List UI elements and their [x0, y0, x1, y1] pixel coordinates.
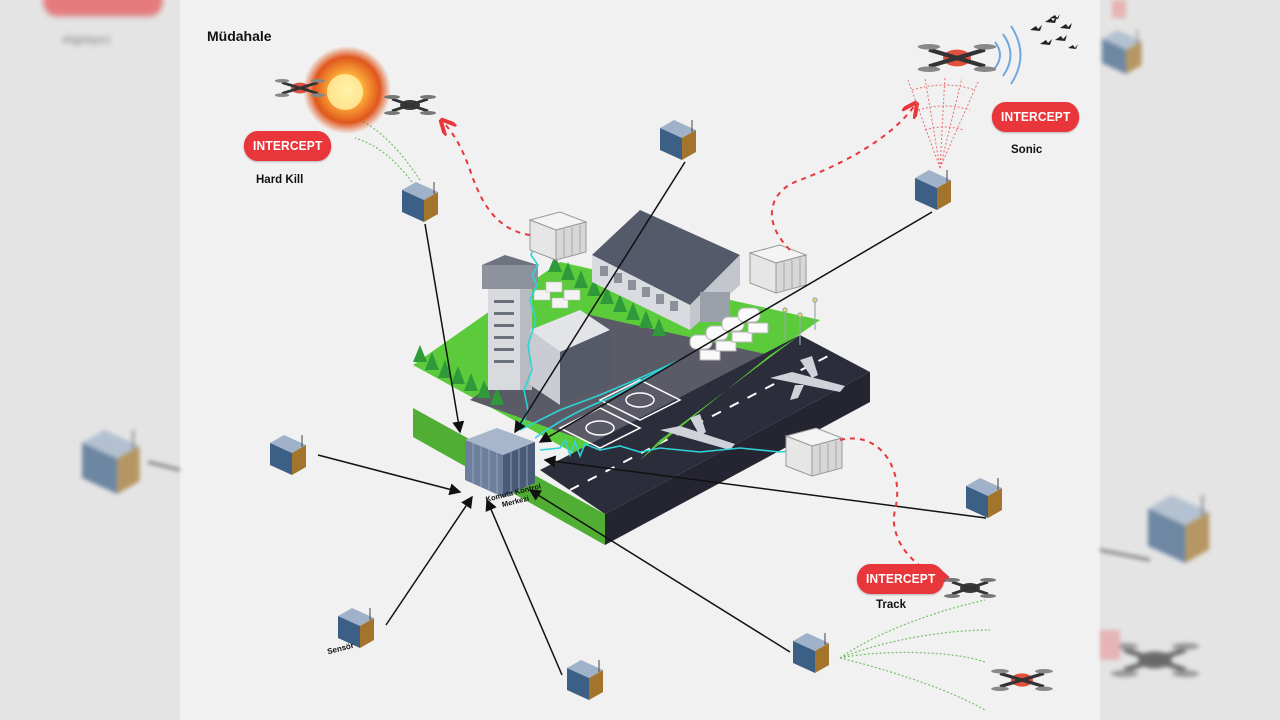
sonic-wave-icon — [994, 25, 1022, 85]
intercept-badge-track: INTERCEPT — [856, 564, 945, 594]
left-blurred-panel — [0, 0, 180, 720]
control-tower — [482, 255, 538, 390]
left-side-blurred-sensor — [81, 429, 181, 495]
hangar-building — [592, 210, 740, 330]
intercept-badge-sonic: INTERCEPT — [991, 102, 1080, 132]
bird-flock-icon — [1030, 14, 1078, 49]
sonic-beam — [907, 75, 979, 169]
sensor-beams — [354, 119, 991, 711]
track-label: Track — [876, 599, 907, 611]
right-blurred-panel — [1100, 0, 1280, 720]
section-title: Müdahale — [207, 28, 272, 44]
lamp-posts — [782, 297, 818, 345]
signal-waves — [519, 235, 801, 459]
explosion-icon — [303, 46, 391, 134]
airplanes — [660, 356, 845, 450]
faded-intercept-badge — [43, 0, 163, 16]
command-control-center — [465, 428, 535, 497]
intercept-badge-hard-kill: INTERCEPT — [243, 131, 332, 161]
sensor-links — [317, 161, 987, 676]
sonic-label: Sonic — [1011, 144, 1043, 156]
trees — [413, 255, 666, 405]
fuel-trucks — [689, 307, 769, 361]
hard-kill-label: Hard Kill — [256, 174, 304, 186]
terminal-building — [530, 281, 610, 405]
faded-top-left-label: Algılayıcı — [62, 34, 111, 46]
right-side-blurred-objects — [1099, 0, 1211, 677]
